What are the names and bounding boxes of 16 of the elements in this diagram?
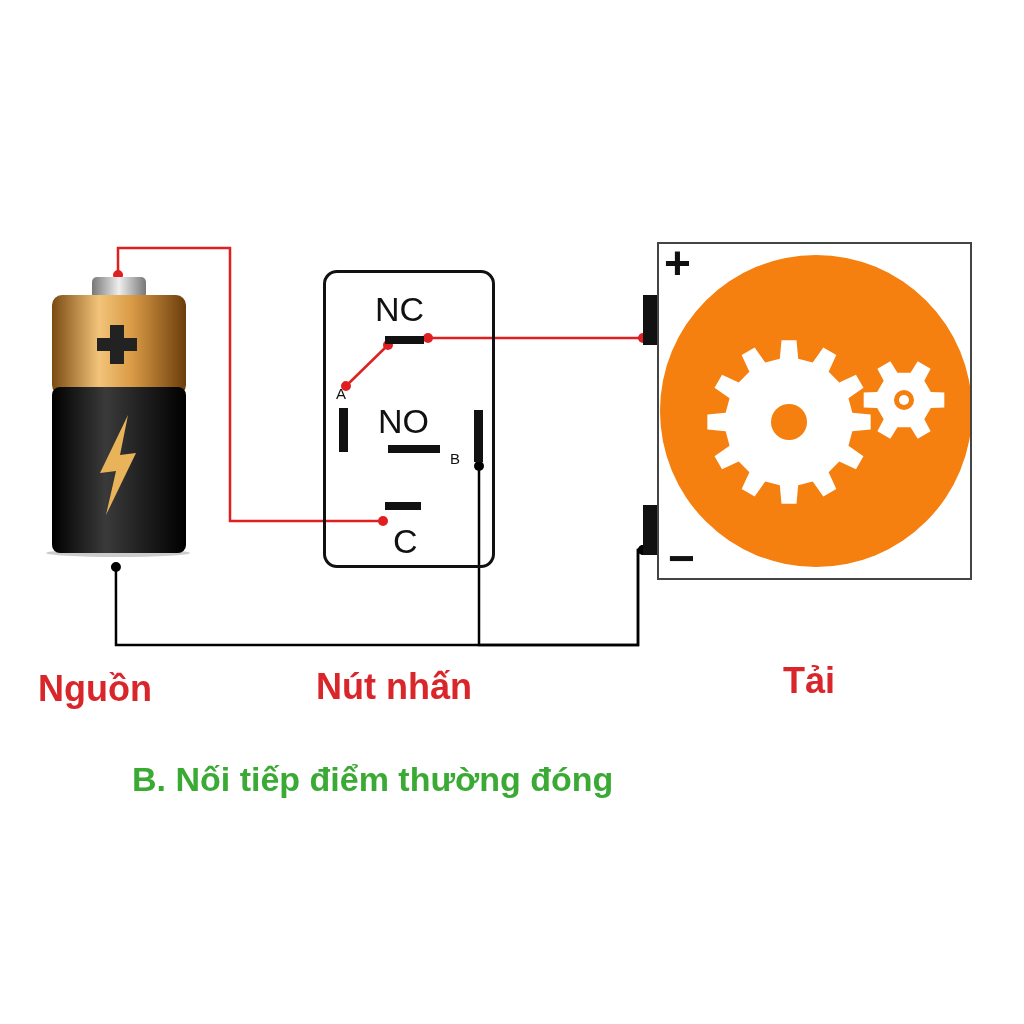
component-caption: Tải bbox=[783, 660, 835, 702]
terminal-label: A bbox=[336, 386, 346, 401]
terminal-label: C bbox=[393, 524, 418, 558]
polarity-sign: − bbox=[668, 535, 695, 581]
terminal-bar bbox=[643, 295, 657, 345]
wire bbox=[341, 340, 393, 391]
polarity-sign: + bbox=[664, 240, 691, 286]
switch-box bbox=[323, 270, 495, 568]
component-caption: Nút nhấn bbox=[316, 666, 472, 708]
terminal-label: NO bbox=[378, 404, 429, 438]
caption: B. Nối tiếp điểm thường đóng bbox=[132, 760, 614, 799]
terminal-bar bbox=[643, 505, 657, 555]
terminal-label: B bbox=[450, 451, 460, 466]
wire bbox=[113, 246, 388, 526]
component-caption: Nguồn bbox=[38, 668, 152, 710]
terminal-label: NC bbox=[375, 292, 425, 326]
